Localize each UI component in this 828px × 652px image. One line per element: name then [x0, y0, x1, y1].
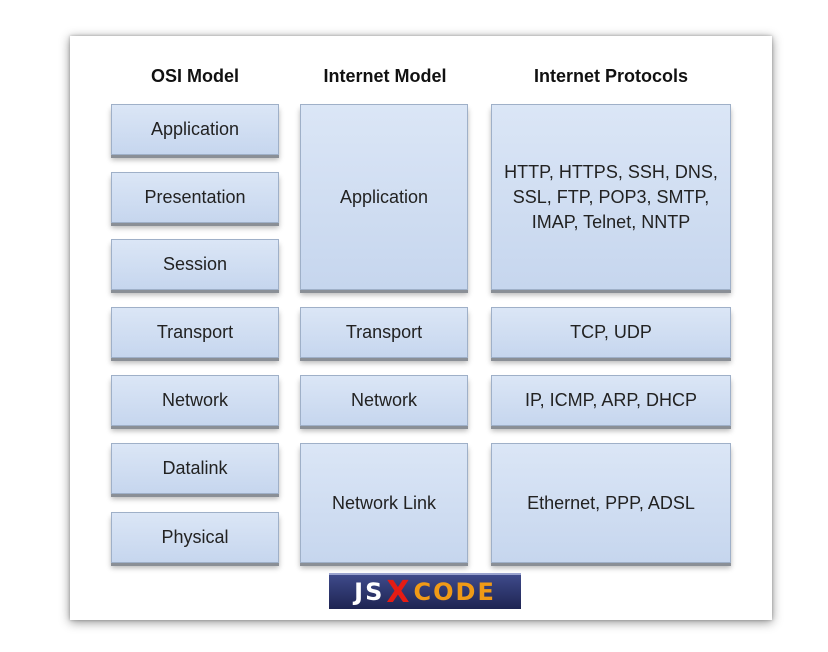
protocols-application-line-3: IMAP, Telnet, NNTP: [531, 211, 691, 232]
osi-layer-transport: Transport: [111, 307, 279, 358]
internet-protocols-header: Internet Protocols: [533, 66, 689, 86]
osi-layer-datalink: Datalink: [111, 443, 279, 494]
osi-model-header: OSI Model: [150, 66, 239, 86]
osi-layer-presentation: Presentation: [111, 172, 279, 223]
logo-text-js: JS: [354, 578, 385, 606]
internet-layer-network-link: Network Link: [300, 443, 468, 563]
protocols-application-line-1: HTTP, HTTPS, SSH, DNS,: [504, 161, 718, 182]
internet-layer-transport: Transport: [300, 307, 468, 358]
protocols-network: IP, ICMP, ARP, DHCP: [491, 375, 731, 426]
internet-layer-application: Application: [300, 104, 468, 290]
osi-layer-application: Application: [111, 104, 279, 155]
protocols-application-line-2: SSL, FTP, POP3, SMTP,: [512, 186, 710, 207]
osi-layer-session: Session: [111, 239, 279, 290]
osi-layer-physical: Physical: [111, 512, 279, 563]
osi-layer-network: Network: [111, 375, 279, 426]
logo-text-code: CODE: [413, 578, 496, 606]
protocols-application: HTTP, HTTPS, SSH, DNS, SSL, FTP, POP3, S…: [491, 104, 731, 290]
internet-model-header: Internet Model: [323, 66, 447, 86]
protocols-link: Ethernet, PPP, ADSL: [491, 443, 731, 563]
logo-x-mark: X: [386, 574, 412, 610]
internet-layer-network: Network: [300, 375, 468, 426]
protocols-transport: TCP, UDP: [491, 307, 731, 358]
